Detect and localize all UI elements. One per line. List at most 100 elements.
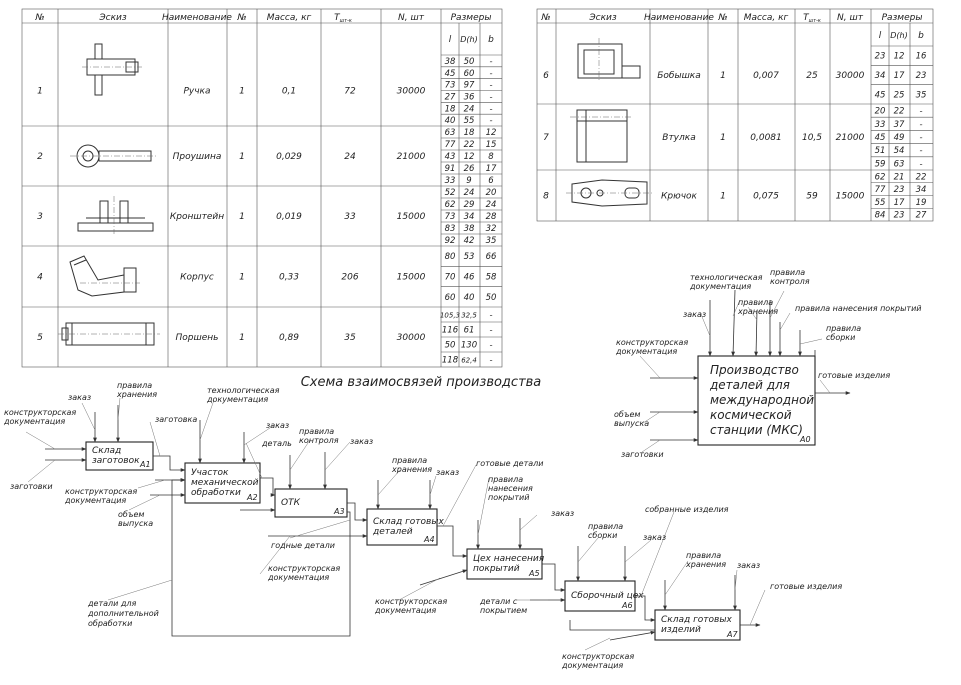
dim-cell: 23 [875,52,886,62]
dim-header-b: b [918,31,924,41]
dim-cell: 59 [875,159,886,169]
cell-num: 1 [37,87,43,97]
col-header-num: № [34,13,44,23]
dim-cell: 77 [445,140,456,150]
dim-cell: 50 [486,293,497,303]
a4-out-label: готовые детали [476,459,543,468]
cell-num: 5 [37,333,43,343]
dim-cell: - [489,341,492,351]
dim-cell: 80 [445,252,456,262]
a6-out-label: собранные изделия [645,505,729,514]
a0-label-line: международной [710,393,814,407]
a1-blank-out-label: заготовка [155,415,197,424]
dim-cell: 12 [464,152,475,162]
block-a2-label: механической [191,478,259,488]
cell-mass: 0,019 [276,212,302,222]
col-header-time: Tшт-к [334,13,352,24]
dim-cell: 73 [445,212,456,222]
dim-cell: 34 [916,185,927,195]
a3-detail-label: деталь [261,439,292,448]
dim-cell: 22 [916,172,927,182]
dim-header-d: D(h) [460,35,477,44]
dim-cell: 32 [486,224,497,234]
block-a3-label: ОТК [281,498,301,508]
table-2-grid [536,8,934,222]
sketch-handle [82,43,142,96]
dim-cell: 55 [464,116,475,126]
cell-t: 72 [344,87,356,97]
a7-order-label: заказ [737,561,760,570]
cell-num: 7 [543,133,549,143]
cell-no: 1 [239,152,245,162]
dim-cell: 22 [894,107,905,117]
dim-cell: 33 [875,120,886,130]
process-block-a7[interactable] [654,609,741,641]
dim-cell: 23 [894,185,905,195]
dim-cell: 28 [486,212,497,222]
cell-no: 1 [239,333,245,343]
process-block-a0[interactable] [697,355,816,446]
dim-cell: 32,5 [461,312,477,320]
dim-cell: - [919,107,922,117]
cell-n: 21000 [397,152,426,162]
a3-order2-label: заказ [350,437,373,446]
cell-t: 35 [344,333,356,343]
table-1-grid [21,8,503,368]
col-header-num: № [540,13,550,23]
a0-label-line: космической [710,408,792,422]
cell-mass: 0,89 [279,333,299,343]
a3-good-parts-label: годные детали [271,541,335,550]
a7-out-label: готовые изделия [770,582,842,591]
dim-cell: 58 [486,273,497,283]
block-a1-label: Склад [92,446,121,456]
dim-cell: 62 [875,172,886,182]
block-a6-label: Сборочный цех [571,591,644,601]
ctx-coating-rules-label: правила нанесения покрытий [795,304,921,313]
process-block-a6[interactable] [564,580,636,612]
a4-order-label: заказ [436,468,459,477]
cell-no: 1 [720,71,726,81]
block-a4-label: деталей [372,527,413,537]
a5-order-label: заказ [551,509,574,518]
block-a2-code: А2 [246,493,258,502]
sketch-boss [577,38,641,82]
dim-cell: - [919,159,922,169]
sketch-housing [69,255,140,297]
dim-cell: 17 [894,198,905,208]
cell-n: 15000 [836,192,865,202]
cell-t: 206 [341,273,358,283]
dim-cell: 83 [445,224,456,234]
dim-cell: 8 [488,152,494,162]
col-header-name: Наименование [162,13,232,23]
block-a3-code: А3 [333,507,345,516]
dim-cell: 20 [486,188,497,198]
col-header-no: № [717,13,727,23]
dim-cell: 84 [875,211,886,221]
diagram-title: Схема взаимосвязей производства [301,375,542,390]
dim-cell: 25 [894,90,905,100]
process-block-a4[interactable] [366,508,438,546]
dim-cell: 12 [894,52,905,62]
cell-num: 2 [37,152,43,162]
dim-cell: - [919,146,922,156]
dim-cell: 53 [464,252,475,262]
process-block-a2[interactable] [184,462,261,504]
cell-name: Кронштейн [170,212,224,222]
cell-t: 24 [344,152,356,162]
dim-cell: 54 [894,146,905,156]
cell-t: 59 [806,192,818,202]
block-a4-label: Склад готовых [373,517,444,527]
col-header-no: № [236,13,246,23]
